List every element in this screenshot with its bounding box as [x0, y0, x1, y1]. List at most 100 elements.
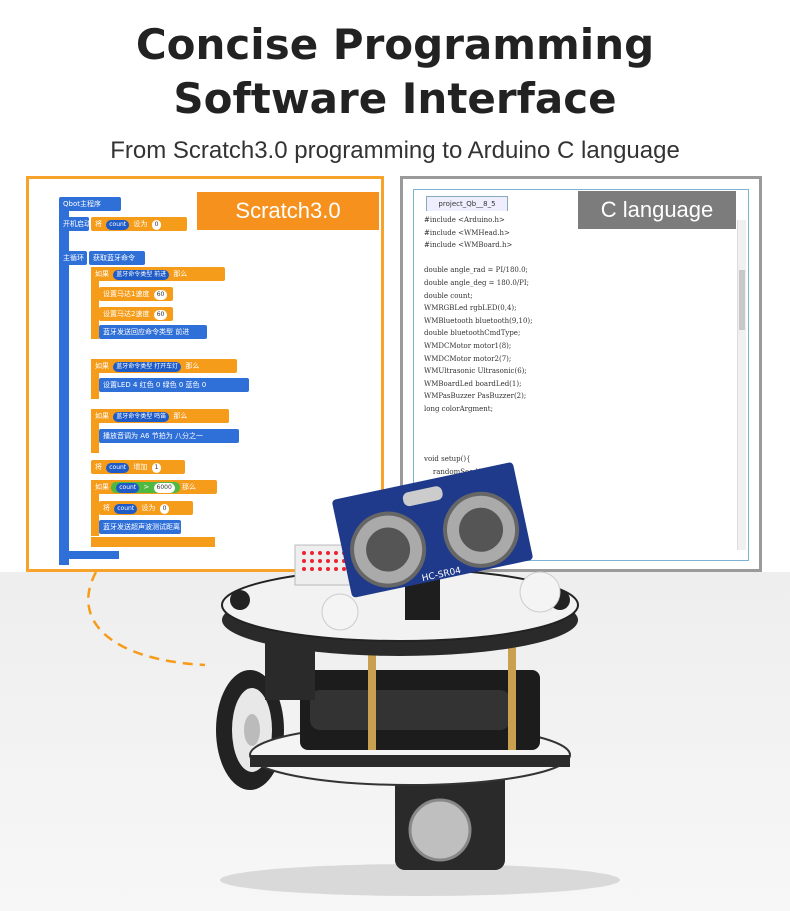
threshold-input[interactable]: 6000 — [153, 483, 175, 493]
block-motor2[interactable]: 设置马达2速度 60 — [99, 307, 173, 321]
forward-label: 前进 — [154, 271, 167, 278]
code-line: randomSeed(A0); — [424, 467, 496, 476]
loop-bottom-bar — [91, 537, 215, 547]
if-light-rail — [91, 359, 99, 399]
block-startup-label: 开机启动 — [63, 220, 91, 228]
beat-select[interactable]: 八分之一 — [174, 432, 203, 440]
page-title: Concise Programming Software Interface — [0, 18, 790, 126]
code-line: WMDCMotor motor2(7); — [424, 354, 512, 363]
code-line: WMBluetooth bluetooth(9,10); — [424, 316, 533, 325]
c-tag: C language — [578, 191, 736, 229]
red-label: 红色 — [139, 381, 154, 389]
increase-label: 增加 — [133, 463, 148, 471]
code-line: #include <WMBoard.h> — [424, 241, 513, 250]
value-input[interactable]: 1 — [151, 463, 162, 473]
block-if-light[interactable]: 如果 蓝牙命令类型 打开车灯 那么 — [91, 359, 237, 373]
code-line: long colorArgment; — [424, 404, 493, 413]
block-hat-label: Qbot主程序 — [63, 200, 101, 208]
file-tab[interactable]: project_Qb__8_5 — [426, 196, 508, 211]
compare-block[interactable]: count > 6000 — [111, 482, 180, 493]
arduino-editor: project_Qb__8_5 #include <Arduino.h> #inc… — [413, 189, 749, 561]
block-startup[interactable]: 开机启动 — [59, 217, 91, 231]
block-increase-count[interactable]: 将 count 增加 1 — [91, 460, 185, 474]
block-set-led[interactable]: 设置LED 4 红色 0 绿色 0 蓝色 0 — [99, 378, 249, 392]
if-forward-rail — [91, 267, 99, 339]
block-send-ultra[interactable]: 蓝牙发送超声波测试距离 — [99, 520, 181, 534]
scratch-panel: Scratch3.0 Qbot主程序 开机启动 将 count 设为 0 主循环… — [26, 176, 384, 572]
send-reply-label: 蓝牙发送回应命令类型 — [103, 328, 173, 336]
bt-type-chip[interactable]: 蓝牙命令类型 打开车灯 — [113, 362, 182, 372]
blue-value[interactable]: 0 — [201, 381, 207, 389]
blue-label: 蓝色 — [185, 381, 200, 389]
editor-scrollbar[interactable] — [737, 220, 746, 550]
set-led-label: 设置LED — [103, 381, 131, 389]
block-play-tone[interactable]: 播放音调为 A6 节拍为 八分之一 — [99, 429, 239, 443]
c-language-panel: project_Qb__8_5 #include <Arduino.h> #inc… — [400, 176, 762, 572]
code-line: WMPasBuzzer PasBuzzer(2); — [424, 392, 527, 401]
green-label: 绿色 — [162, 381, 177, 389]
if-word: 如果 — [95, 483, 109, 491]
set-word: 将 — [95, 463, 102, 471]
block-reset-count[interactable]: 将 count 设为 0 — [99, 501, 193, 515]
send-ultra-label: 蓝牙发送超声波测试距离 — [103, 523, 180, 531]
forward-label: 前进 — [175, 328, 190, 336]
light-on-label: 打开车灯 — [154, 363, 179, 370]
bt-type-label: 蓝牙命令类型 — [116, 363, 153, 370]
code-line: double angle_deg = 180.0/PI; — [424, 278, 529, 287]
beep-label: 鸣笛 — [154, 413, 167, 420]
block-if-count[interactable]: 如果 count > 6000 那么 — [91, 480, 217, 494]
title-line-1: Concise Programming — [135, 20, 655, 69]
block-set-count[interactable]: 将 count 设为 0 — [91, 217, 187, 231]
code-line: #include <Arduino.h> — [424, 216, 505, 224]
then-word: 那么 — [173, 412, 188, 420]
then-word: 那么 — [185, 362, 200, 370]
bt-type-chip[interactable]: 蓝牙命令类型 鸣笛 — [113, 412, 170, 422]
if-beep-rail — [91, 409, 99, 453]
set-to: 设为 — [141, 504, 156, 512]
value-input[interactable]: 0 — [159, 504, 170, 514]
block-get-bt[interactable]: 获取蓝牙命令 — [89, 251, 145, 265]
bt-type-chip[interactable]: 蓝牙命令类型 前进 — [113, 270, 170, 280]
green-value[interactable]: 0 — [178, 381, 184, 389]
block-send-reply[interactable]: 蓝牙发送回应命令类型 前进 — [99, 325, 207, 339]
code-line: double bluetoothCmdType; — [424, 329, 521, 338]
code-line: double count; — [424, 291, 473, 300]
count-var[interactable]: count — [116, 483, 140, 493]
set-to: 设为 — [133, 220, 148, 228]
value-input[interactable]: 0 — [151, 220, 162, 230]
code-line: WMRGBLed rgbLED(0,4); — [424, 304, 517, 313]
main-bottom-bar — [59, 551, 119, 559]
set-word: 将 — [103, 504, 110, 512]
block-hat[interactable]: Qbot主程序 — [59, 197, 121, 211]
block-if-forward[interactable]: 如果 蓝牙命令类型 前进 那么 — [91, 267, 225, 281]
count-var[interactable]: count — [114, 504, 138, 514]
block-main-loop[interactable]: 主循环 — [59, 251, 87, 265]
bt-type-label: 蓝牙命令类型 — [116, 413, 153, 420]
code-line: WMDCMotor motor1(8); — [424, 341, 512, 350]
count-var[interactable]: count — [106, 220, 130, 230]
led-num[interactable]: 4 — [132, 381, 138, 389]
block-get-bt-label: 获取蓝牙命令 — [93, 254, 135, 262]
bt-type-label: 蓝牙命令类型 — [116, 271, 153, 278]
scratch-main-rail — [59, 209, 69, 565]
play-tone-label: 播放音调为 — [103, 432, 138, 440]
speed-input[interactable]: 60 — [153, 290, 168, 300]
speed-input[interactable]: 60 — [153, 310, 168, 320]
gt-operator: > — [143, 483, 150, 491]
block-motor1[interactable]: 设置马达1速度 60 — [99, 287, 173, 301]
code-line: WMUltrasonic Ultrasonic(6); — [424, 367, 527, 376]
beat-label: 节拍为 — [151, 432, 173, 440]
block-if-beep[interactable]: 如果 蓝牙命令类型 鸣笛 那么 — [91, 409, 229, 423]
if-count-rail — [91, 480, 99, 536]
count-var[interactable]: count — [106, 463, 130, 473]
if-word: 如果 — [95, 362, 109, 370]
code-line: WMBoardLed boardLed(1); — [424, 379, 522, 388]
title-line-2: Software Interface — [173, 74, 617, 123]
if-word: 如果 — [95, 412, 109, 420]
code-line: double angle_rad = PI/180.0; — [424, 266, 528, 275]
scrollbar-thumb[interactable] — [739, 270, 745, 330]
red-value[interactable]: 0 — [155, 381, 161, 389]
note-select[interactable]: A6 — [140, 432, 150, 440]
scratch-tag: Scratch3.0 — [197, 192, 379, 230]
